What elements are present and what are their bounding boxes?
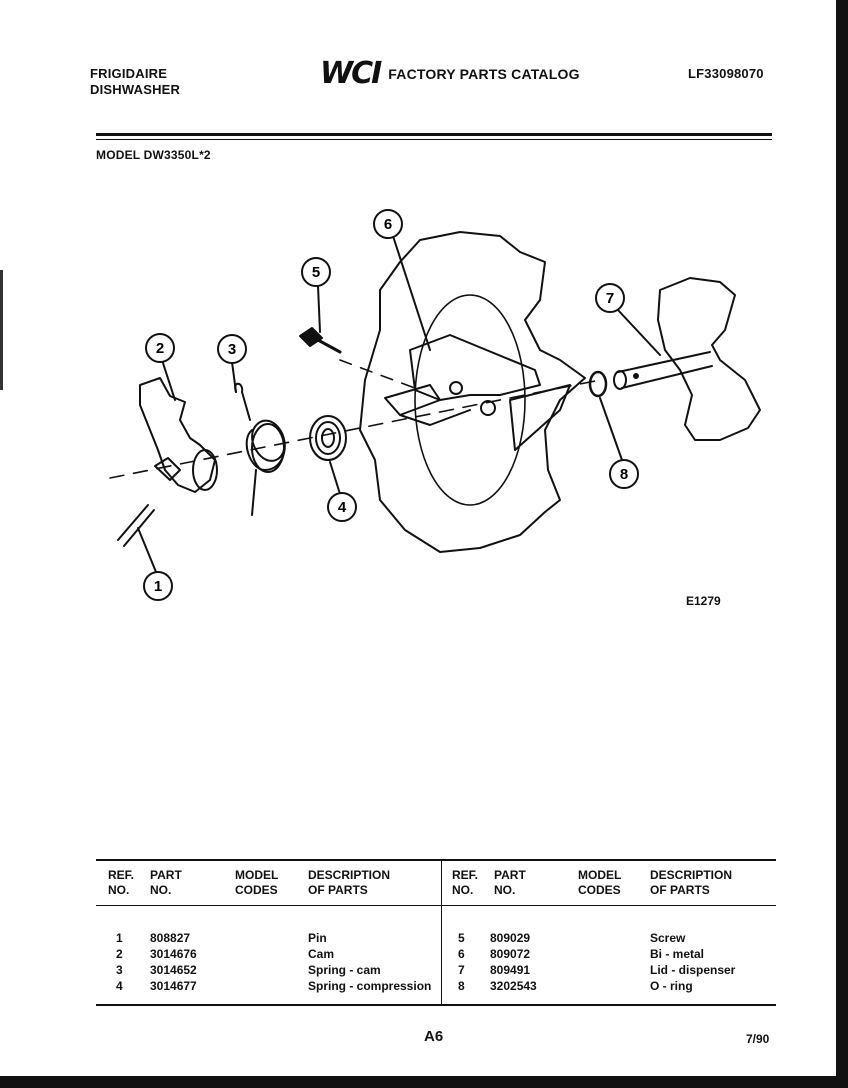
col-header-model-left: MODEL CODES xyxy=(235,868,279,897)
callout-2: 2 xyxy=(145,333,175,363)
figure-code: E1279 xyxy=(686,594,721,608)
callout-8: 8 xyxy=(609,459,639,489)
page-number: A6 xyxy=(424,1028,444,1045)
cam-spring-coil xyxy=(234,382,286,516)
callout-5: 5 xyxy=(301,257,331,287)
table-rule-top xyxy=(96,859,776,861)
brand-block: FRIGIDAIRE DISHWASHER xyxy=(90,66,180,98)
table-rule-bottom xyxy=(96,1004,776,1006)
col-header-ref-right: REF. NO. xyxy=(452,868,479,897)
wci-logo: WCI xyxy=(320,56,382,91)
cam xyxy=(139,377,216,493)
callout-7: 7 xyxy=(595,283,625,313)
model-label: MODEL DW3350L*2 xyxy=(96,148,211,162)
svg-text:6: 6 xyxy=(384,216,392,233)
svg-text:2: 2 xyxy=(156,340,164,357)
col-header-ref-left: REF. NO. xyxy=(108,868,135,897)
catalog-title: FACTORY PARTS CATALOG xyxy=(388,65,580,82)
scan-border-bottom xyxy=(0,1076,848,1088)
panel-outline xyxy=(359,231,586,553)
catalog-heading: WCI FACTORY PARTS CATALOG xyxy=(320,56,580,91)
svg-text:4: 4 xyxy=(338,499,347,516)
col-header-model-right: MODEL CODES xyxy=(578,868,622,897)
revision-date: 7/90 xyxy=(746,1032,770,1046)
lid-paddle xyxy=(657,277,761,441)
catalog-number: LF33098070 xyxy=(688,66,764,81)
svg-text:3: 3 xyxy=(228,341,236,358)
brand-name: FRIGIDAIRE xyxy=(90,66,168,81)
callout-6: 6 xyxy=(373,209,403,239)
callout-3: 3 xyxy=(217,334,247,364)
svg-text:7: 7 xyxy=(606,290,614,307)
assembly-centerline xyxy=(109,379,601,479)
callout-1: 1 xyxy=(143,571,173,601)
pin xyxy=(117,504,155,547)
bimetal-bracket xyxy=(409,334,541,401)
o-ring xyxy=(588,370,608,398)
svg-text:5: 5 xyxy=(312,264,320,281)
scan-border-right xyxy=(836,0,848,1088)
scan-edge-left xyxy=(0,270,3,390)
header-rule-thin xyxy=(96,139,772,140)
table-rule-header xyxy=(96,905,776,906)
table-column-divider xyxy=(441,860,442,1005)
svg-text:1: 1 xyxy=(154,578,162,595)
product-type: DISHWASHER xyxy=(90,82,181,97)
col-header-desc-left: DESCRIPTION OF PARTS xyxy=(308,868,391,897)
header-rule-thick xyxy=(96,133,772,136)
col-header-part-left: PART NO. xyxy=(150,868,182,897)
col-header-part-right: PART NO. xyxy=(494,868,526,897)
svg-text:8: 8 xyxy=(620,466,628,483)
callout-4: 4 xyxy=(327,492,357,522)
screw xyxy=(299,327,323,347)
inner-ellipse xyxy=(414,294,526,506)
col-header-desc-right: DESCRIPTION OF PARTS xyxy=(650,868,733,897)
exploded-parts-diagram: 1 2 3 4 5 6 7 8 xyxy=(109,209,761,601)
